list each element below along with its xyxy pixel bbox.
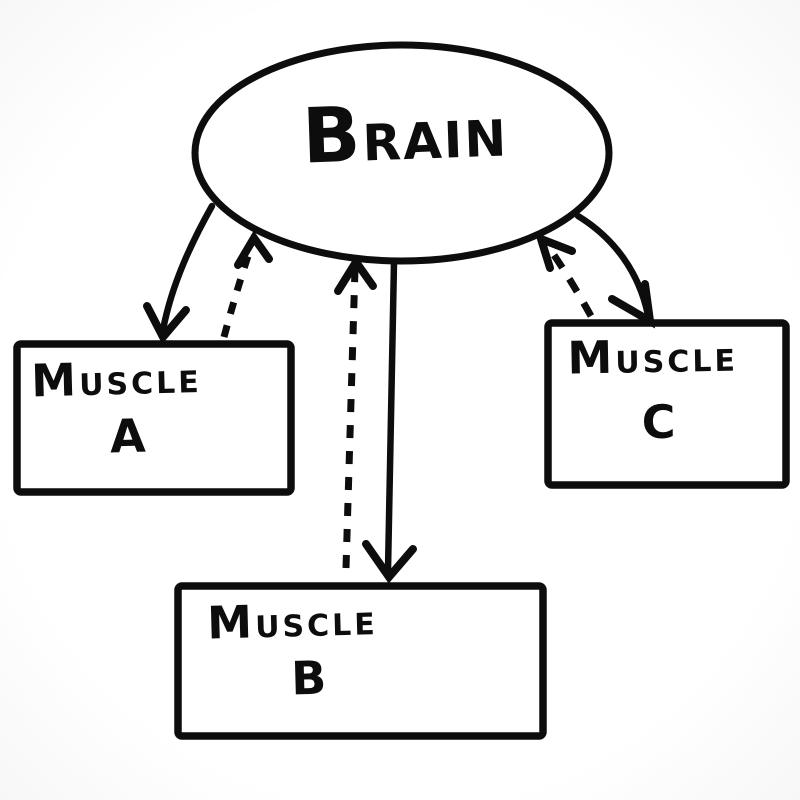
- arrowhead-down-icon: [143, 302, 190, 345]
- edge-muscle-b-to-brain-dashed: [334, 254, 377, 569]
- muscle-c-name: MUSCLE: [566, 330, 739, 385]
- muscle-b-node-label: MUSCLE B: [207, 591, 410, 707]
- muscle-b-node-shape: [174, 582, 547, 740]
- arrowhead-down-icon: [362, 540, 417, 584]
- edge-line: [159, 202, 216, 334]
- arrowhead-up-left-icon: [534, 232, 576, 272]
- arrowhead-up-icon: [334, 254, 377, 295]
- muscle-c-letter: C: [641, 394, 676, 450]
- muscle-b-name: MUSCLE: [206, 595, 379, 650]
- muscle-b-letter: B: [290, 650, 327, 706]
- muscle-a-node-label: MUSCLE A: [31, 350, 224, 466]
- edge-line: [220, 245, 255, 338]
- edge-muscle-c-to-brain-dashed: [534, 232, 595, 318]
- edge-brain-to-muscle-b-solid: [362, 258, 417, 584]
- edge-brain-to-muscle-a-solid: [143, 202, 216, 345]
- muscle-c-node-label: MUSCLE C: [567, 328, 749, 450]
- muscle-a-node-shape: [13, 340, 295, 496]
- edge-line: [384, 258, 398, 574]
- arrowhead-down-right-icon: [608, 280, 656, 329]
- edge-brain-to-muscle-c-solid: [574, 212, 656, 329]
- arrowhead-up-icon: [234, 230, 273, 269]
- edge-line: [342, 267, 359, 569]
- muscle-a-name: MUSCLE: [30, 353, 203, 408]
- brain-node-shape: [191, 41, 613, 265]
- edge-muscle-a-to-brain-dashed: [220, 230, 273, 338]
- brain-node-label: BRAIN: [300, 89, 510, 181]
- muscle-c-node-shape: [544, 319, 790, 489]
- muscle-a-letter: A: [109, 408, 147, 464]
- edge-line: [544, 242, 595, 318]
